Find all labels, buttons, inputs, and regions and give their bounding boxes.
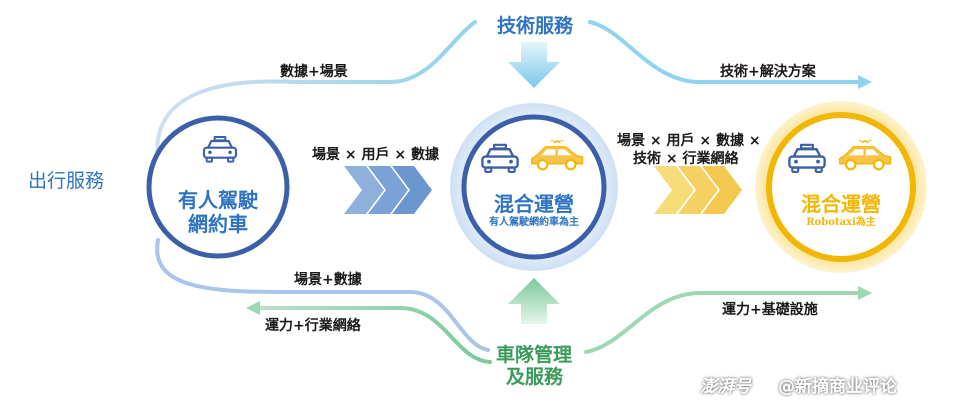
node-right-circle <box>766 112 916 262</box>
chevron-6 <box>702 166 742 214</box>
label-arrow1: 場景 × 用戶 × 數據 <box>312 147 439 163</box>
flow-arrow-bottom-left-lower <box>256 306 492 364</box>
node-left-circle <box>146 115 290 259</box>
label-top-left: 數據+場景 <box>280 64 348 80</box>
chevron-5 <box>678 166 718 214</box>
node-center-circle <box>461 114 607 260</box>
node-left-line2: 網約車 <box>188 212 248 236</box>
label-bottom-left-upper: 場景+數據 <box>294 272 362 288</box>
label-bottom-right: 運力+基礎設施 <box>722 302 818 318</box>
label-bottom-left-lower: 運力+行業網絡 <box>265 318 361 334</box>
node-center-subtitle: 有人駕駛網約車為主 <box>489 217 579 228</box>
bottom-title-line1: 車隊管理 <box>496 344 573 366</box>
node-right-title: 混合運營 <box>801 192 881 216</box>
chevron-3 <box>392 166 432 214</box>
chevron-4 <box>654 166 694 214</box>
left-title: 出行服務 <box>28 170 105 192</box>
flow-arrow-bottom-left-upper <box>155 238 490 352</box>
node-center-title: 混合運營 <box>494 192 574 216</box>
chevron-1 <box>344 166 384 214</box>
node-left-line1: 有人駕駛 <box>178 188 258 212</box>
down-arrow-into-center <box>508 42 560 88</box>
node-right-subtitle: Robotaxi為主 <box>806 217 876 228</box>
flow-arrow-top-left <box>155 20 477 162</box>
flow-arrow-bottom-right <box>584 291 862 354</box>
label-arrow2-line2: 技術 × 行業網絡 <box>633 151 739 167</box>
label-top-right: 技術+解決方案 <box>720 64 816 80</box>
bottom-title-line2: 及服務 <box>506 366 564 388</box>
flow-arrowhead-top-right <box>858 75 872 89</box>
flow-arrow-top-right <box>588 20 862 84</box>
up-arrow-into-center <box>508 278 560 324</box>
watermark-account: @新摘商业评论 <box>778 377 897 397</box>
watermark-brand: 澎湃号 <box>700 377 751 397</box>
chevron-2 <box>368 166 408 214</box>
flow-arrowhead-bottom-right <box>858 286 872 300</box>
chevrons-center-to-right <box>654 166 742 214</box>
chevrons-left-to-center <box>344 166 432 214</box>
top-title: 技術服務 <box>497 15 574 37</box>
label-arrow2-line1: 場景 × 用戶 × 數據 × <box>617 133 761 149</box>
flow-arrowhead-bottom-left <box>246 301 260 315</box>
